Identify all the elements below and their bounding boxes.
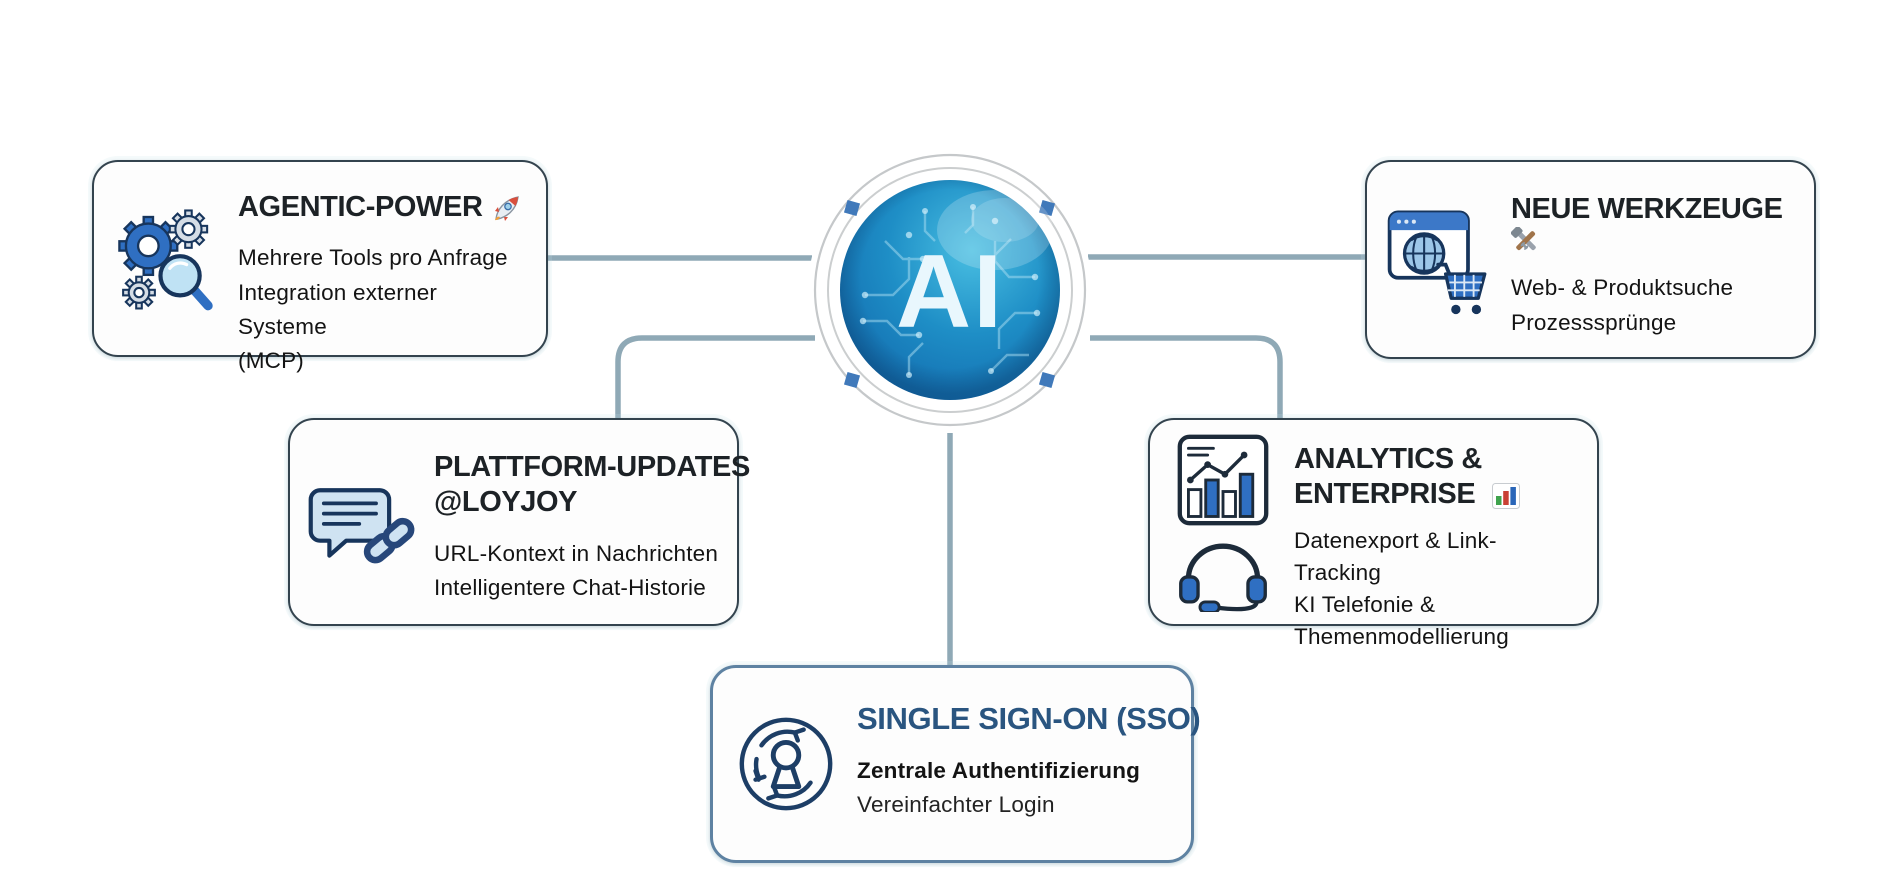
card-body: Datenexport & Link-Tracking KI Telefonie… xyxy=(1294,527,1509,649)
card-body: URL-Kontext in Nachrichten Intelligenter… xyxy=(434,540,719,600)
card-title: AGENTIC-POWER xyxy=(238,190,528,225)
chart-headset-icon xyxy=(1150,420,1282,624)
card-single-sign-on: SINGLE SIGN-ON (SSO) Zentrale Authentifi… xyxy=(710,665,1201,863)
sso-keyhole-icon xyxy=(713,668,845,860)
card-neue-werkzeuge: NEUE WERKZEUGE Web- & Produktsuche Proze… xyxy=(1365,160,1816,359)
card-body: Web- & Produktsuche Prozesssprünge xyxy=(1511,275,1734,335)
card-plattform-updates: PLATTFORM-UPDATES @LOYJOY URL-Kontext in… xyxy=(288,418,750,626)
headset-icon xyxy=(1179,543,1267,612)
card-title: PLATTFORM-UPDATES @LOYJOY xyxy=(434,451,750,519)
card-title: SINGLE SIGN-ON (SSO) xyxy=(857,701,1201,736)
hammer-wrench-emoji xyxy=(1511,227,1536,251)
gears-magnifier-icon xyxy=(94,162,226,355)
connector-plattform xyxy=(615,335,815,418)
ai-circle-icon: AI xyxy=(808,148,1092,432)
ai-center-badge: AI xyxy=(805,145,1095,435)
card-title: ANALYTICS & ENTERPRISE xyxy=(1294,442,1579,513)
connector-analytics xyxy=(1090,335,1283,418)
card-body: Zentrale Authentifizierung Vereinfachter… xyxy=(857,757,1141,817)
card-body: Mehrere Tools pro Anfrage Integration ex… xyxy=(238,245,508,373)
browser-cart-icon xyxy=(1367,162,1499,357)
ai-label: AI xyxy=(896,234,1004,350)
chat-link-icon xyxy=(290,420,422,624)
bar-chart-emoji xyxy=(1492,482,1520,509)
circuit-nodes xyxy=(859,204,1041,378)
rocket-emoji xyxy=(494,195,519,221)
card-title: NEUE WERKZEUGE xyxy=(1511,192,1796,255)
chart-panel-icon xyxy=(1177,434,1269,526)
card-analytics-enterprise: ANALYTICS & ENTERPRISE Datenexport & Lin… xyxy=(1148,418,1599,649)
card-agentic-power: AGENTIC-POWER Mehrere Tools pro Anfrage … xyxy=(92,160,548,373)
ring-node-squares xyxy=(843,199,1056,389)
circuit-pattern xyxy=(863,207,1037,375)
